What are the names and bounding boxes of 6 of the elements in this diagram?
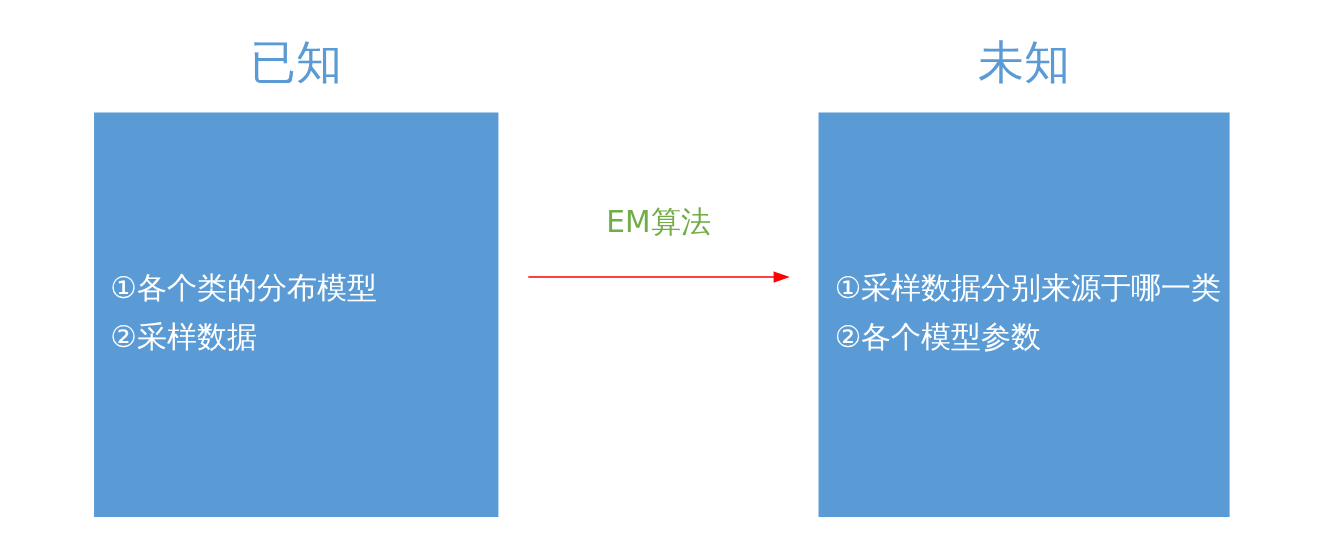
node-box: ①各个类的分布模型 ②采样数据 — [94, 112, 499, 517]
edge-label: EM算法 — [606, 203, 711, 239]
arrow — [527, 271, 790, 283]
node-box: ①采样数据分别来源于哪一类 ②各个模型参数 — [818, 112, 1230, 517]
node-label: 已知 — [250, 34, 343, 89]
node-label: 未知 — [978, 34, 1071, 89]
